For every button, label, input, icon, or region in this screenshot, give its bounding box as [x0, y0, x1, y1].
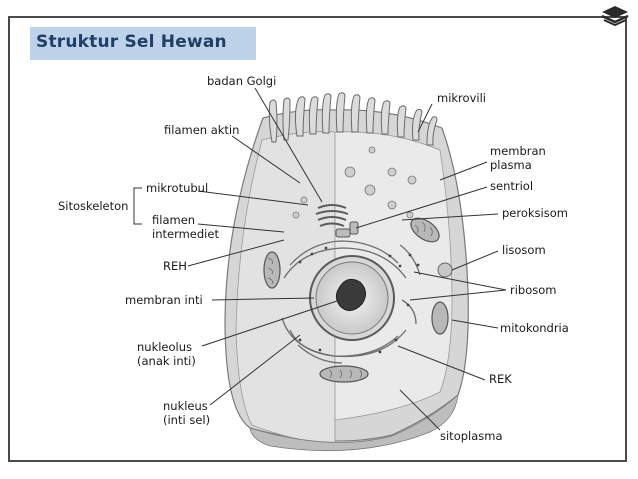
- label-reh: REH: [163, 259, 187, 273]
- nucleus: [309, 255, 395, 341]
- golgi-body: [315, 204, 349, 227]
- label-sitoplasma: sitoplasma: [440, 429, 503, 443]
- vesicles: [292, 146, 417, 219]
- label-rek: REK: [489, 372, 512, 386]
- label-filamen-intermediet-2: intermediet: [152, 227, 219, 241]
- label-nukleus-2: (inti sel): [163, 413, 211, 427]
- label-filamen-aktin: filamen aktin: [164, 123, 240, 137]
- stack-logo-icon: [601, 6, 629, 26]
- label-nukleolus-1: nukleolus: [137, 340, 193, 354]
- label-filamen-intermediet-1: filamen: [152, 213, 196, 227]
- leader-lines: [187, 87, 507, 431]
- label-sentriol: sentriol: [490, 179, 534, 193]
- label-mikrotubul: mikrotubul: [146, 181, 209, 195]
- label-membran-plasma-2: plasma: [490, 158, 532, 172]
- label-membran-plasma-1: membran: [490, 144, 546, 158]
- label-mikrovili: mikrovili: [437, 91, 486, 105]
- label-sitoskeleton: Sitoskeleton: [58, 199, 129, 213]
- lysosome: [437, 262, 453, 278]
- label-peroksisom: peroksisom: [502, 206, 568, 220]
- slide-title: Struktur Sel Hewan: [36, 32, 227, 52]
- ribosomes: [298, 246, 420, 354]
- label-nukleus-1: nukleus: [163, 399, 208, 413]
- label-lisosom: lisosom: [502, 243, 546, 257]
- sitoskeleton-bracket: [133, 187, 142, 225]
- label-membran-inti: membran inti: [125, 293, 203, 307]
- microvilli: [268, 92, 438, 146]
- label-mitokondria: mitokondria: [500, 321, 569, 335]
- centrioles: [335, 221, 359, 238]
- mitochondria-cristae: [267, 221, 433, 379]
- label-nukleolus-2: (anak inti): [137, 354, 196, 368]
- endoplasmic-reticulum: [281, 240, 421, 364]
- label-ribosom: ribosom: [510, 283, 557, 297]
- title-banner: [30, 27, 256, 60]
- label-badan-golgi: badan Golgi: [207, 74, 277, 88]
